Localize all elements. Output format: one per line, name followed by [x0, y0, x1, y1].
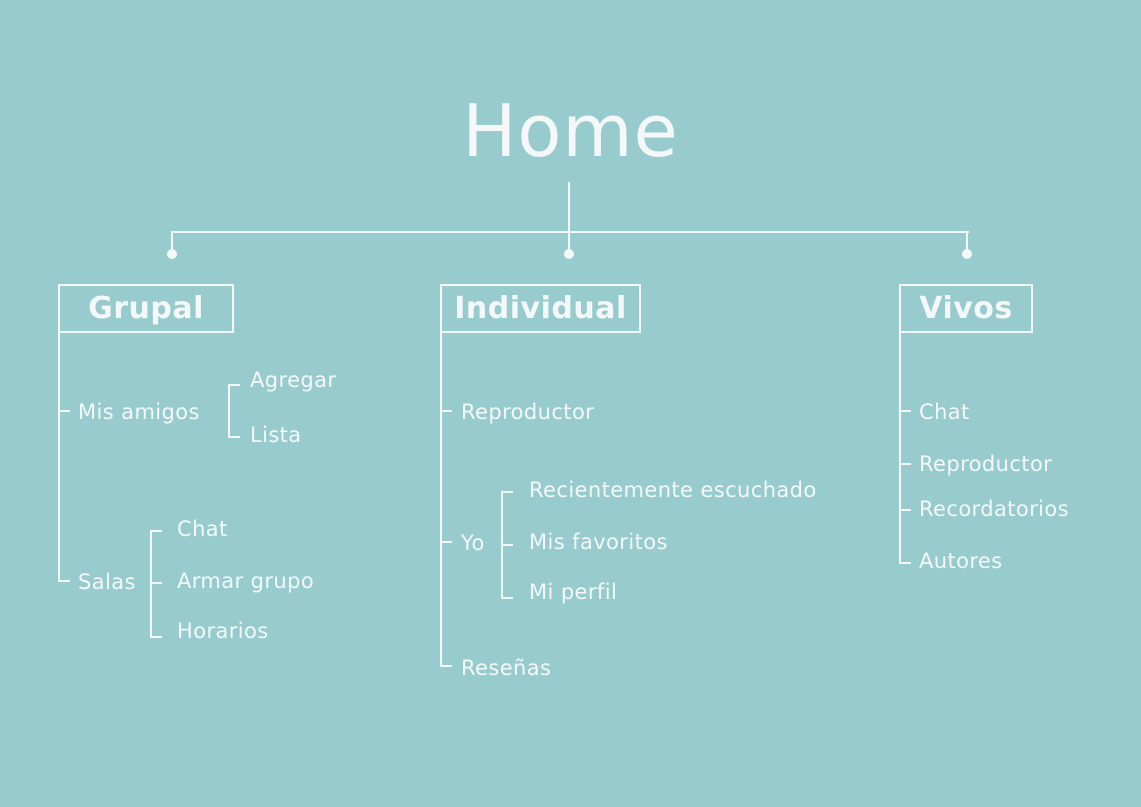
node-reproductor-vivos: Reproductor [919, 452, 1053, 476]
grupal-spine [58, 332, 60, 582]
branch-node-individual: Individual [440, 284, 641, 333]
node-dot-grupal [167, 249, 177, 259]
node-lista: Lista [250, 423, 302, 447]
salas-bracket [150, 530, 152, 638]
node-agregar: Agregar [250, 368, 337, 392]
grupal-tick-mis-amigos [58, 410, 70, 412]
node-chat-vivos: Chat [919, 400, 970, 424]
salas-tick-chat [150, 530, 162, 532]
node-horarios: Horarios [177, 619, 269, 643]
vivos-tick-chat [899, 410, 911, 412]
node-armar-grupo: Armar grupo [177, 569, 315, 593]
branch-label-vivos: Vivos [919, 291, 1013, 326]
salas-tick-horarios [150, 636, 162, 638]
stem-grupal [171, 231, 173, 253]
root-stem [568, 182, 570, 232]
node-salas: Salas [78, 570, 136, 594]
individual-spine [440, 332, 442, 667]
yo-tick-mis-favoritos [501, 544, 513, 546]
node-recientemente-escuchado: Recientemente escuchado [529, 478, 817, 502]
salas-tick-armar-grupo [150, 582, 162, 584]
node-mis-favoritos: Mis favoritos [529, 530, 668, 554]
vivos-tick-reproductor [899, 463, 911, 465]
branch-node-grupal: Grupal [58, 284, 234, 333]
node-dot-individual [564, 249, 574, 259]
individual-tick-yo [440, 541, 452, 543]
node-resenas: Reseñas [461, 656, 552, 680]
node-autores: Autores [919, 549, 1003, 573]
individual-tick-resenas [440, 665, 452, 667]
root-node-home: Home [462, 89, 679, 173]
node-chat-salas: Chat [177, 517, 228, 541]
stem-individual [568, 231, 570, 253]
node-recordatorios: Recordatorios [919, 497, 1069, 521]
horizontal-connector [171, 231, 969, 233]
branch-node-vivos: Vivos [899, 284, 1033, 333]
individual-tick-reproductor [440, 410, 452, 412]
stem-vivos [966, 231, 968, 253]
yo-tick-mi-perfil [501, 597, 513, 599]
grupal-tick-salas [58, 580, 70, 582]
mis-amigos-tick-agregar [228, 384, 240, 386]
vivos-tick-autores [899, 562, 911, 564]
node-mis-amigos: Mis amigos [78, 400, 200, 424]
node-mi-perfil: Mi perfil [529, 580, 618, 604]
yo-tick-recientemente [501, 491, 513, 493]
mis-amigos-tick-lista [228, 436, 240, 438]
branch-label-individual: Individual [454, 291, 627, 326]
node-yo: Yo [461, 531, 485, 555]
node-dot-vivos [962, 249, 972, 259]
vivos-tick-recordatorios [899, 509, 911, 511]
mis-amigos-bracket [228, 384, 230, 438]
branch-label-grupal: Grupal [88, 291, 204, 326]
node-reproductor-individual: Reproductor [461, 400, 595, 424]
vivos-spine [899, 332, 901, 564]
